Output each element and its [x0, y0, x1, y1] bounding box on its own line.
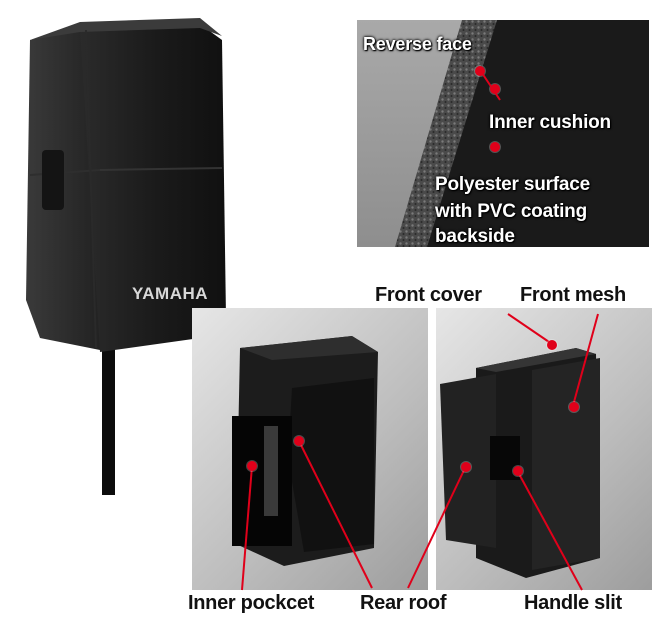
label-front-cover: Front cover: [375, 284, 482, 306]
label-inner-cushion: Inner cushion: [489, 112, 611, 133]
label-polyester-line1: Polyester surface: [435, 174, 591, 195]
label-rear-roof: Rear roof: [360, 592, 447, 614]
callout-dot-front-cover: [547, 340, 557, 350]
yamaha-logo: YAMAHA: [132, 284, 209, 303]
label-polyester-line2: with PVC coating: [435, 201, 587, 222]
label-reverse-face: Reverse face: [363, 34, 472, 54]
cover-front: [80, 24, 226, 352]
rear-view-panel: [192, 308, 428, 590]
label-handle-slit: Handle slit: [524, 592, 622, 614]
callout-dot-rear-roof: [294, 436, 304, 446]
cover-top: [30, 18, 222, 40]
callout-dot-polyester: [490, 142, 500, 152]
callout-dot-inner-pocket: [247, 461, 257, 471]
label-polyester-line3: backside: [435, 226, 515, 247]
material-closeup-panel: Reverse face Inner cushion Polyester sur…: [357, 20, 649, 247]
callout-dot-rear-roof-2: [461, 462, 471, 472]
callout-dot-front-mesh: [569, 402, 579, 412]
stand-pole: [102, 345, 115, 495]
label-inner-pocket: Inner pockcet: [188, 592, 315, 614]
label-front-mesh: Front mesh: [520, 284, 626, 306]
callout-dot-inner-cushion: [490, 84, 500, 94]
fabric-layers-graphic: [395, 20, 649, 247]
callout-dot-handle-slit: [513, 466, 523, 476]
rear-cover-photo: [232, 336, 378, 566]
